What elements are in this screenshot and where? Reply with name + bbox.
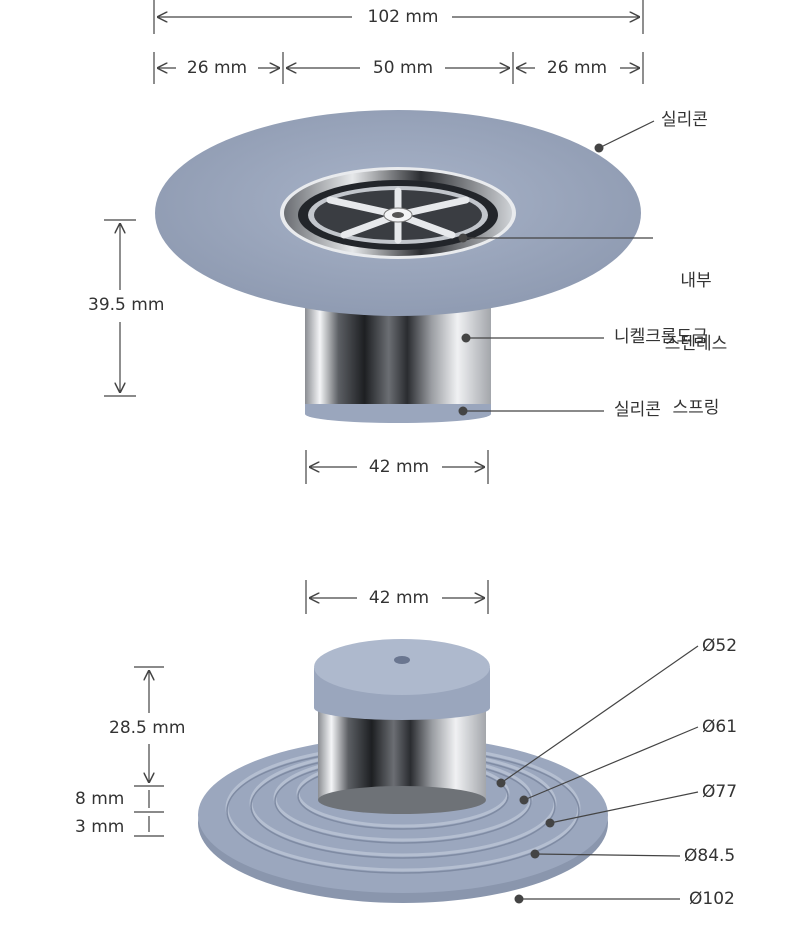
dim-base-width: 42 mm (368, 457, 430, 477)
callout-inner-spring: 내부 스텐레스 스프링 (654, 228, 738, 462)
callout-inner-spring-l2: 스텐레스 (664, 334, 728, 355)
callout-silicone-bottom: 실리콘 (614, 400, 661, 420)
top-dimension-lines (104, 0, 644, 484)
dim-right-width: 26 mm (546, 58, 608, 78)
callout-silicone-top: 실리콘 (661, 110, 708, 130)
diameter-52: Ø52 (702, 636, 738, 656)
callout-inner-spring-l3: 스프링 (672, 398, 720, 418)
dim-cylinder-height: 28.5 mm (109, 718, 186, 738)
diameter-84-5: Ø84.5 (684, 846, 736, 866)
top-callout-leaders (458, 120, 655, 416)
top-product-image (155, 110, 641, 423)
dim-ring2-height: 3 mm (75, 817, 125, 837)
dim-left-width: 26 mm (186, 58, 248, 78)
callout-nickel-chrome: 니켈크롬도금 (614, 327, 708, 347)
bottom-callout-leaders (496, 645, 699, 904)
dim-total-width: 102 mm (361, 9, 445, 26)
diameter-77: Ø77 (702, 782, 738, 802)
dim-ring1-height: 8 mm (75, 789, 125, 809)
callout-inner-spring-l1: 내부 (680, 270, 712, 291)
diameter-61: Ø61 (702, 717, 738, 737)
diameter-102: Ø102 (689, 889, 735, 909)
dim-height: 39.5 mm (88, 295, 165, 315)
dim-bottom-width: 42 mm (368, 588, 430, 608)
dim-mid-width: 50 mm (372, 58, 434, 78)
bottom-dimension-lines (134, 580, 489, 837)
bottom-product-image (198, 639, 608, 903)
